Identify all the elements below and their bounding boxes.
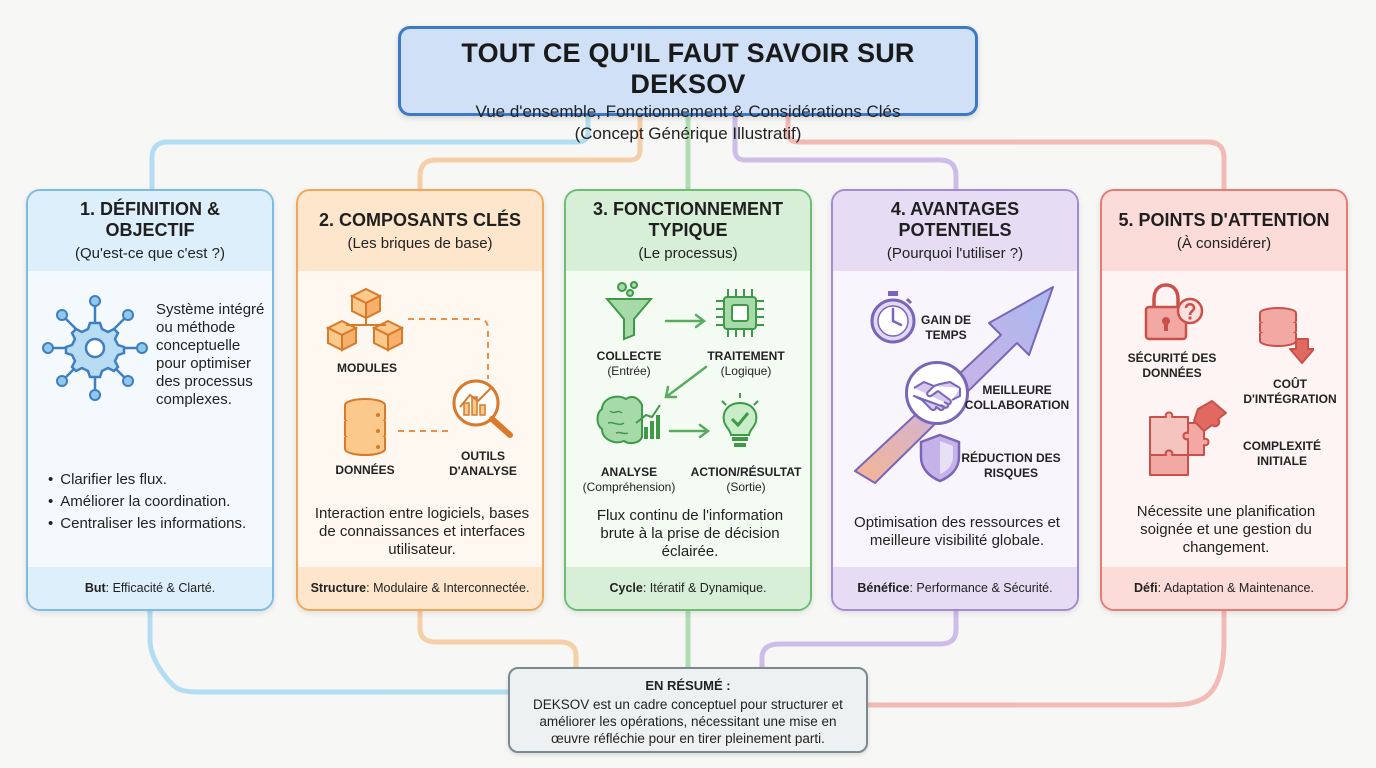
puzzle-icon bbox=[1149, 400, 1227, 476]
attention-label: COMPLEXITÉ INITIALE bbox=[1242, 439, 1321, 468]
components-text: Interaction entre logiciels, bases de co… bbox=[314, 505, 530, 558]
card-subtitle: (À considérer) bbox=[1176, 234, 1272, 252]
stopwatch-icon bbox=[870, 291, 916, 344]
step-collecte: COLLECTE (Entrée) bbox=[596, 349, 662, 378]
process-arrows bbox=[664, 313, 711, 439]
page-subtitle: Vue d'ensemble, Fonctionnement & Considé… bbox=[475, 102, 901, 121]
benefit-label: RÉDUCTION DES RISQUES bbox=[961, 451, 1061, 480]
card-title: 2. COMPOSANTS CLÉS bbox=[318, 209, 522, 230]
card-title: 1. DÉFINITION & OBJECTIF bbox=[79, 199, 220, 240]
card-footer: Structure: Modulaire & Interconnectée. bbox=[298, 567, 542, 609]
wire-purple-bottom bbox=[759, 608, 959, 670]
benefit-label: GAIN DE TEMPS bbox=[920, 313, 971, 342]
funnel-icon bbox=[604, 281, 654, 341]
main-title-box: TOUT CE QU'IL FAUT SAVOIR SUR DEKSOV Vue… bbox=[398, 26, 978, 143]
lightbulb-check-icon bbox=[721, 393, 759, 447]
card-title: 4. AVANTAGES POTENTIELS bbox=[890, 199, 1020, 240]
card-body: MODULES DONNÉES OUTILS D'ANALYSE Interac… bbox=[298, 271, 542, 571]
dashed-links bbox=[398, 318, 489, 432]
page-title: TOUT CE QU'IL FAUT SAVOIR SUR DEKSOV bbox=[461, 38, 915, 99]
summary-box: EN RÉSUMÉ : DEKSOV est un cadre conceptu… bbox=[508, 667, 868, 753]
summary-text: DEKSOV est un cadre conceptuel pour stru… bbox=[533, 697, 843, 746]
component-label: OUTILS D'ANALYSE bbox=[449, 449, 517, 478]
benefit-label: MEILLEURE COLLABORATION bbox=[964, 383, 1070, 412]
card-header: 2. COMPOSANTS CLÉS (Les briques de base) bbox=[298, 191, 542, 271]
handshake-icon bbox=[913, 381, 961, 412]
wire-red-top bbox=[785, 113, 1227, 192]
wire-purple-top bbox=[732, 113, 959, 192]
wire-orange-top bbox=[417, 113, 643, 192]
wire-blue-top bbox=[149, 113, 591, 192]
network-gear-icon bbox=[42, 295, 148, 401]
card-title: 3. FONCTIONNEMENT TYPIQUE bbox=[592, 199, 783, 240]
card-header: 3. FONCTIONNEMENT TYPIQUE (Le processus) bbox=[566, 191, 810, 271]
step-analyse: ANALYSE (Compréhension) bbox=[582, 465, 676, 494]
card-subtitle: (Pourquoi l'utiliser ?) bbox=[886, 245, 1024, 262]
summary-title: EN RÉSUMÉ : bbox=[645, 678, 731, 693]
handshake-badge bbox=[905, 361, 969, 425]
shield-icon bbox=[919, 433, 961, 483]
coins-down-icon bbox=[1259, 307, 1314, 364]
card-definition: 1. DÉFINITION & OBJECTIF (Qu'est-ce que … bbox=[26, 189, 274, 611]
component-label: MODULES bbox=[337, 361, 397, 375]
benefits-text: Optimisation des ressources et meilleure… bbox=[854, 514, 1060, 549]
card-header: 5. POINTS D'ATTENTION (À considérer) bbox=[1102, 191, 1346, 271]
chip-icon bbox=[716, 289, 764, 337]
card-header: 1. DÉFINITION & OBJECTIF (Qu'est-ce que … bbox=[28, 191, 272, 271]
attention-label: COÛT D'INTÉGRATION bbox=[1243, 377, 1337, 406]
card-body: GAIN DE TEMPS MEILLEURE COLLABORATION RÉ… bbox=[833, 271, 1077, 571]
page-subtitle-note: (Concept Générique Illustratif) bbox=[574, 124, 802, 143]
wire-red-bottom bbox=[865, 608, 1227, 708]
card-operation: 3. FONCTIONNEMENT TYPIQUE (Le processus)… bbox=[564, 189, 812, 611]
step-traitement: TRAITEMENT (Logique) bbox=[707, 349, 785, 378]
card-attention: 5. POINTS D'ATTENTION (À considérer) SÉC… bbox=[1100, 189, 1348, 611]
definition-text: Système intégré ou méthode conceptuelle … bbox=[156, 301, 265, 408]
step-action: ACTION/RÉSULTAT (Sortie) bbox=[690, 465, 802, 494]
card-components: 2. COMPOSANTS CLÉS (Les briques de base)… bbox=[296, 189, 544, 611]
card-benefits: 4. AVANTAGES POTENTIELS (Pourquoi l'util… bbox=[831, 189, 1079, 611]
card-subtitle: (Les briques de base) bbox=[347, 234, 493, 252]
list-item: Centraliser les informations. bbox=[48, 513, 246, 535]
attention-label: SÉCURITÉ DES DONNÉES bbox=[1127, 351, 1217, 380]
padlock-question-icon bbox=[1144, 283, 1204, 341]
card-body: SÉCURITÉ DES DONNÉES COÛT D'INTÉGRATION … bbox=[1102, 271, 1346, 571]
card-footer: But: Efficacité & Clarté. bbox=[28, 567, 272, 609]
list-item: Améliorer la coordination. bbox=[48, 491, 246, 513]
card-footer: Cycle: Itératif & Dynamique. bbox=[566, 567, 810, 609]
operation-text: Flux continu de l'information brute à la… bbox=[596, 507, 784, 560]
wire-blue-bottom bbox=[147, 608, 511, 695]
magnifier-chart-icon bbox=[452, 379, 513, 438]
card-subtitle: (Le processus) bbox=[638, 245, 738, 262]
objective-list: Clarifier les flux. Améliorer la coordin… bbox=[48, 469, 246, 535]
list-item: Clarifier les flux. bbox=[48, 469, 246, 491]
card-subtitle: (Qu'est-ce que c'est ?) bbox=[75, 245, 225, 262]
database-icon bbox=[344, 398, 386, 456]
cubes-icon bbox=[326, 287, 405, 352]
wire-orange-bottom bbox=[417, 608, 579, 670]
card-title: 5. POINTS D'ATTENTION bbox=[1118, 209, 1330, 230]
brain-chart-icon bbox=[596, 395, 661, 445]
card-footer: Défi: Adaptation & Maintenance. bbox=[1102, 567, 1346, 609]
card-body: COLLECTE (Entrée) TRAITEMENT (Logique) A bbox=[566, 271, 810, 571]
component-label: DONNÉES bbox=[335, 463, 395, 477]
card-body: Système intégré ou méthode conceptuelle … bbox=[28, 271, 272, 571]
card-header: 4. AVANTAGES POTENTIELS (Pourquoi l'util… bbox=[833, 191, 1077, 271]
attention-text: Nécessite une planification soignée et u… bbox=[1136, 503, 1316, 556]
card-footer: Bénéfice: Performance & Sécurité. bbox=[833, 567, 1077, 609]
